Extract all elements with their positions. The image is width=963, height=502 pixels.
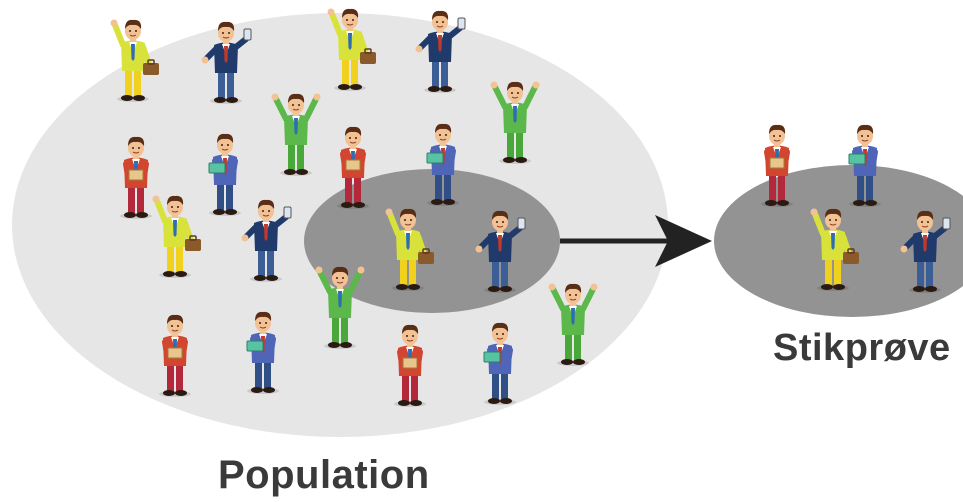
population-person-icon: [426, 123, 459, 206]
population-person-icon: [415, 10, 466, 93]
population-person-icon: [315, 266, 365, 349]
population-person-icon: [337, 126, 369, 209]
population-person-icon: [201, 21, 252, 104]
arrow-icon: [560, 215, 712, 267]
selected-person-icon: [385, 208, 434, 291]
population-person-icon: [120, 136, 152, 219]
sample-person-icon: [761, 124, 793, 207]
population-person-icon: [246, 311, 279, 394]
sample-person-icon: [810, 208, 859, 291]
population-person-icon: [241, 199, 292, 282]
population-person-icon: [159, 314, 191, 397]
sample-person-icon: [900, 210, 951, 293]
population-person-icon: [271, 93, 321, 176]
population-label: Population: [218, 453, 430, 497]
population-person-icon: [110, 19, 159, 102]
people-layer: [110, 8, 951, 407]
population-person-icon: [152, 195, 201, 278]
population-person-icon: [490, 81, 540, 164]
population-person-icon: [394, 324, 426, 407]
selected-person-icon: [475, 210, 526, 293]
population-person-icon: [208, 133, 241, 216]
population-person-icon: [483, 322, 516, 405]
sample-person-icon: [848, 124, 881, 207]
population-person-icon: [548, 283, 598, 366]
population-person-icon: [327, 8, 376, 91]
sample-label: Stikprøve: [773, 327, 951, 369]
